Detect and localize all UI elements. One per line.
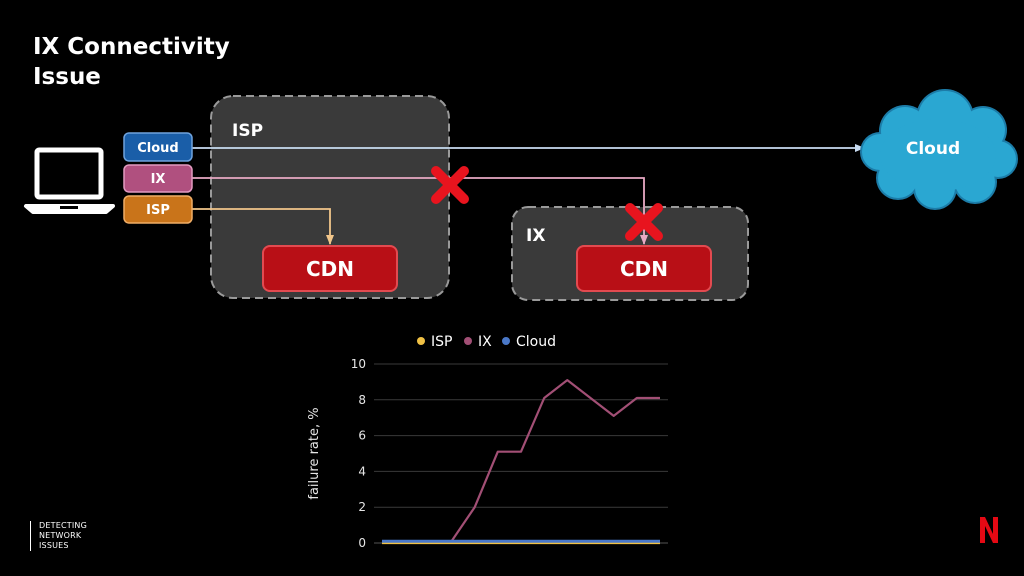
- series-line-ix: [382, 379, 660, 543]
- isp-path: [192, 208, 334, 245]
- tag-isp-label: ISP: [146, 203, 170, 218]
- y-tick-label: 8: [358, 393, 366, 407]
- tag-ix-label: IX: [151, 172, 166, 187]
- footer-line-2: NETWORK: [39, 531, 82, 540]
- failure-x-icon-isp: [431, 166, 469, 204]
- legend-swatch-isp: [417, 337, 425, 345]
- cdn-label-isp: CDN: [306, 257, 354, 281]
- cdn-box-isp: [262, 245, 398, 292]
- legend-swatch-cloud: [502, 337, 510, 345]
- cloud-icon: Cloud: [860, 89, 1018, 210]
- netflix-logo-icon: [980, 517, 998, 543]
- tag-cloud-label: Cloud: [137, 141, 179, 156]
- y-tick-label: 4: [358, 464, 366, 478]
- cloud-label: Cloud: [906, 139, 960, 159]
- ix-zone-label: IX: [526, 226, 545, 246]
- slide-title-line-2: Issue: [33, 64, 101, 90]
- y-axis-label: failure rate, %: [307, 407, 322, 499]
- footer-section-label: DETECTING NETWORK ISSUES: [30, 521, 109, 551]
- isp-zone-label: ISP: [232, 121, 263, 141]
- failure-rate-chart: 0 2 4 6 8 10 failure rate, % ISP IX Cloud: [307, 334, 668, 550]
- tag-isp: ISP: [123, 195, 193, 224]
- legend-label-isp: ISP: [431, 334, 452, 350]
- footer-line-1: DETECTING: [39, 521, 87, 530]
- y-tick-label: 6: [358, 429, 366, 443]
- laptop-icon: [24, 147, 115, 214]
- legend-label-ix: IX: [478, 334, 492, 350]
- slide-title-line-1: IX Connectivity: [33, 34, 230, 60]
- tag-cloud: Cloud: [123, 132, 193, 162]
- slide-title: IX Connectivity Issue: [33, 32, 273, 92]
- failure-x-icon-ix: [625, 203, 663, 241]
- cdn-label-ix: CDN: [620, 257, 668, 281]
- y-tick-label: 0: [358, 536, 366, 550]
- legend-label-cloud: Cloud: [516, 334, 556, 350]
- y-tick-label: 10: [351, 357, 366, 371]
- cdn-box-ix: [576, 245, 712, 292]
- y-tick-label: 2: [358, 500, 366, 514]
- footer-line-3: ISSUES: [39, 541, 69, 550]
- legend-swatch-ix: [464, 337, 472, 345]
- tag-ix: IX: [123, 164, 193, 193]
